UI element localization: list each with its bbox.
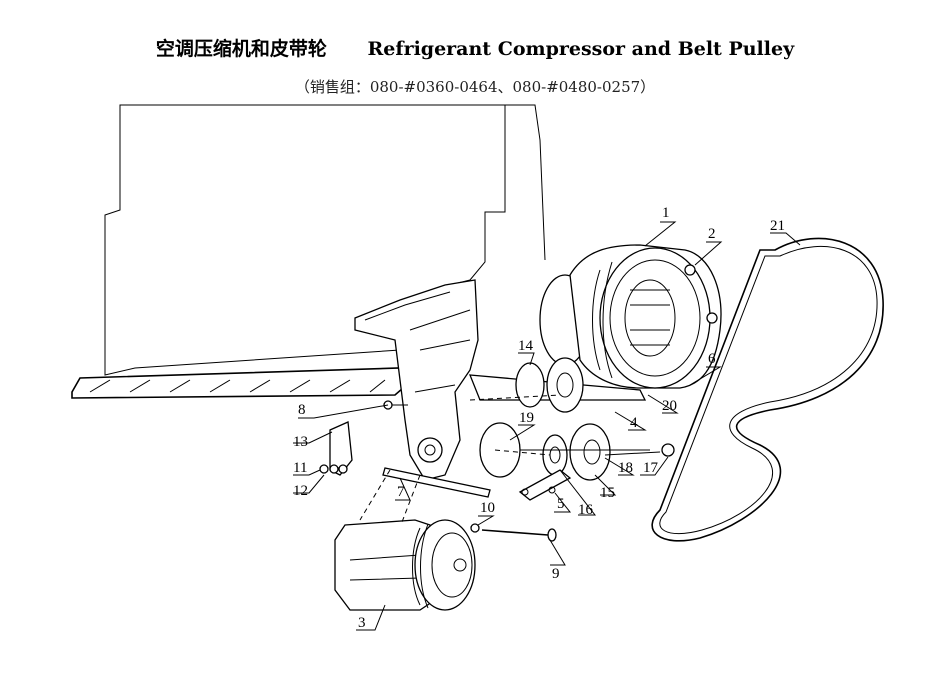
- callout-17: 17: [643, 460, 659, 476]
- oil-pan-rail: [71, 367, 412, 399]
- callout-8: 8: [298, 402, 306, 418]
- callout-7: 7: [397, 484, 405, 500]
- tension-plate: [518, 469, 572, 501]
- callout-14: 14: [518, 338, 534, 354]
- long-bolt-17: [604, 443, 675, 457]
- callout-12: 12: [293, 483, 308, 499]
- compressor-bolt: [470, 523, 557, 542]
- leader-lines: [293, 221, 801, 631]
- callout-20: 20: [662, 398, 677, 414]
- fan-pulley: [539, 244, 722, 389]
- sales-group-subtitle: （销售组：080-#0360-0464、080-#0480-0257）: [294, 78, 656, 96]
- callout-13: 13: [293, 434, 308, 450]
- title-chinese: 空调压缩机和皮带轮: [155, 38, 327, 60]
- nut-washer: [319, 464, 348, 474]
- callout-16: 16: [578, 502, 594, 518]
- spacer-7: [382, 467, 491, 498]
- idler-pulley-upper: [515, 357, 584, 413]
- callout-6: 6: [708, 351, 716, 367]
- callout-18: 18: [618, 460, 633, 476]
- diagram-title: 空调压缩机和皮带轮 Refrigerant Compressor and Bel…: [0, 34, 950, 61]
- callout-5: 5: [557, 496, 565, 512]
- callout-21: 21: [770, 218, 785, 234]
- fan-bolt: [684, 264, 718, 324]
- callout-3: 3: [358, 615, 366, 631]
- compressor-mounting-bracket: [354, 279, 479, 481]
- title-english: Refrigerant Compressor and Belt Pulley: [367, 38, 795, 60]
- serpentine-belt: [651, 237, 884, 542]
- engine-block-outline: [104, 104, 546, 376]
- callout-10: 10: [480, 500, 495, 516]
- assembly-guide-lines: [359, 394, 561, 523]
- ac-compressor: [334, 519, 476, 611]
- callout-15: 15: [600, 485, 615, 501]
- callout-9: 9: [552, 566, 560, 582]
- callout-11: 11: [293, 460, 307, 476]
- callout-2: 2: [708, 226, 716, 242]
- callout-4: 4: [630, 415, 638, 431]
- callout-19: 19: [519, 410, 534, 426]
- callout-1: 1: [662, 205, 670, 221]
